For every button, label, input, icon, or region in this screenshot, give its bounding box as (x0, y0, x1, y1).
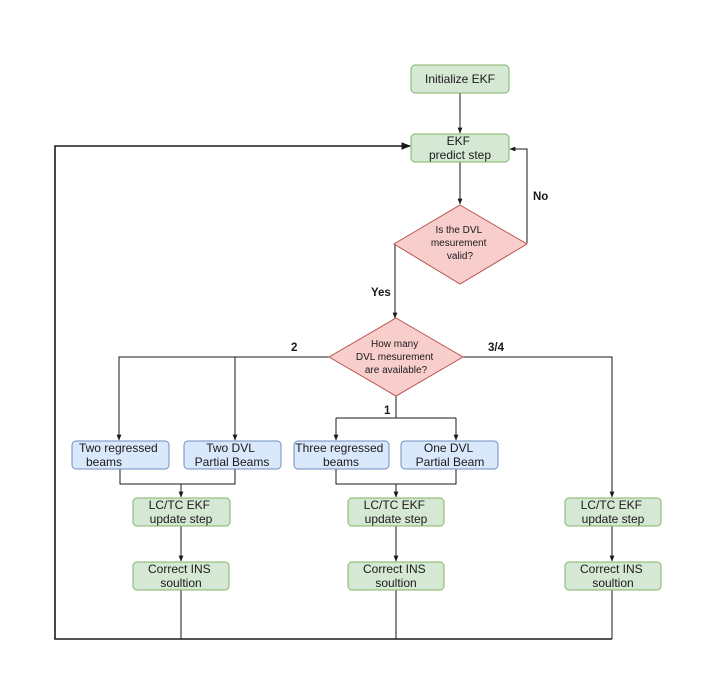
node-correct-right: Correct INS soultion (564, 561, 662, 591)
svg-text:LC/TC EKF update step: LC/TC EKF update step (364, 498, 429, 526)
edge-count-2-to-two-regressed (116, 356, 329, 441)
node-correct-mid: Correct INS soultion (347, 561, 445, 591)
two-partial-line-1: Two DVL (206, 441, 255, 455)
count-line-2: DVL mesurement (356, 352, 434, 363)
predict-line-2: predict step (429, 148, 491, 162)
update-mid-line-1: LC/TC EKF (364, 498, 425, 512)
correct-right-box (564, 561, 662, 591)
predict-box (410, 133, 510, 163)
correct-mid-line-2: soultion (375, 576, 416, 590)
one-partial-line-2: Partial Beam (416, 455, 485, 469)
correct-right-line-2: soultion (592, 576, 633, 590)
node-predict: EKF predict step (410, 133, 510, 163)
node-update-mid: LC/TC EKF update step (347, 497, 445, 527)
svg-text:Is the DVL mesurement: Is the DVL mesurement valid? (431, 225, 489, 262)
edge-two-partial-merge (181, 469, 236, 485)
svg-text:Three regressed beams: Three regressed beams (295, 441, 386, 469)
correct-mid-box (347, 561, 445, 591)
svg-text:Two regressed beams: Two regressed beams (79, 441, 161, 469)
update-right-line-1: LC/TC EKF (581, 498, 642, 512)
edge-two-regressed-merge (119, 469, 181, 485)
edge-three-regressed-merge (335, 469, 396, 485)
edges (54, 93, 615, 640)
update-left-box (132, 497, 231, 527)
valid-diamond (393, 204, 528, 285)
node-two-regressed: Two regressed beams (71, 440, 170, 470)
two-regressed-line-2: beams (86, 455, 122, 469)
update-left-line-2: update step (150, 512, 213, 526)
svg-text:Correct INS soultion: Correct INS soultion (580, 562, 646, 590)
edge-one-partial-merge (396, 469, 457, 485)
correct-mid-line-1: Correct INS (363, 562, 426, 576)
one-partial-line-1: One DVL (424, 441, 474, 455)
count-diamond (328, 317, 464, 397)
node-count-decision: How many DVL mesurement are available? (328, 317, 464, 397)
count-line-1: How many (371, 339, 418, 350)
init-box (410, 64, 510, 94)
correct-left-line-1: Correct INS (148, 562, 211, 576)
edge-labels: No Yes 2 1 3/4 (291, 191, 548, 417)
update-left-line-1: LC/TC EKF (149, 498, 210, 512)
predict-line-1: EKF (447, 134, 470, 148)
update-right-box (564, 497, 662, 527)
node-update-left: LC/TC EKF update step (132, 497, 231, 527)
two-regressed-box (71, 440, 170, 470)
node-correct-left: Correct INS soultion (132, 561, 230, 591)
svg-text:LC/TC EKF update step: LC/TC EKF update step (149, 498, 214, 526)
svg-text:EKF predict step: EKF predict step (429, 134, 491, 162)
two-partial-line-2: Partial Beams (195, 455, 270, 469)
svg-text:One DVL Partial Beam: One DVL Partial Beam (416, 441, 485, 469)
edge-label-two: 2 (291, 342, 297, 354)
valid-line-2: mesurement (431, 238, 487, 249)
update-mid-box (347, 497, 445, 527)
one-partial-box (400, 440, 499, 470)
node-one-partial: One DVL Partial Beam (400, 440, 499, 470)
correct-left-line-2: soultion (160, 576, 201, 590)
count-line-3: are available? (365, 365, 428, 376)
two-regressed-line-1: Two regressed (79, 441, 158, 455)
update-right-line-2: update step (582, 512, 645, 526)
edge-label-one: 1 (384, 405, 391, 417)
edge-label-three-four: 3/4 (488, 342, 505, 354)
svg-text:Two DVL Partial Beams: Two DVL Partial Beams (195, 441, 270, 469)
edge-valid-no-to-predict (509, 146, 528, 243)
svg-text:Initialize EKF: Initialize EKF (425, 72, 495, 86)
edge-label-yes: Yes (371, 287, 391, 299)
two-partial-box (183, 440, 282, 470)
node-valid-decision: Is the DVL mesurement valid? (393, 204, 528, 285)
update-mid-line-2: update step (365, 512, 428, 526)
edge-label-no: No (533, 191, 548, 203)
correct-left-box (132, 561, 230, 591)
three-regressed-line-2: beams (323, 455, 359, 469)
init-line-1: Initialize EKF (425, 72, 495, 86)
node-update-right: LC/TC EKF update step (564, 497, 662, 527)
svg-text:Correct INS soultion: Correct INS soultion (363, 562, 429, 590)
three-regressed-line-1: Three regressed (295, 441, 383, 455)
valid-line-1: Is the DVL (435, 225, 482, 236)
edge-count-3-4-to-update-right (463, 356, 615, 498)
node-two-partial: Two DVL Partial Beams (183, 440, 282, 470)
svg-text:Correct INS soultion: Correct INS soultion (148, 562, 214, 590)
svg-text:LC/TC EKF update step: LC/TC EKF update step (581, 498, 646, 526)
node-init: Initialize EKF (410, 64, 510, 94)
svg-text:How many DVL mesurement: How many DVL mesurement are available? (356, 339, 436, 376)
node-three-regressed: Three regressed beams (293, 440, 390, 470)
three-regressed-box (293, 440, 390, 470)
edge-feedback-loop (54, 142, 612, 640)
valid-line-3: valid? (447, 251, 474, 262)
correct-right-line-1: Correct INS (580, 562, 643, 576)
